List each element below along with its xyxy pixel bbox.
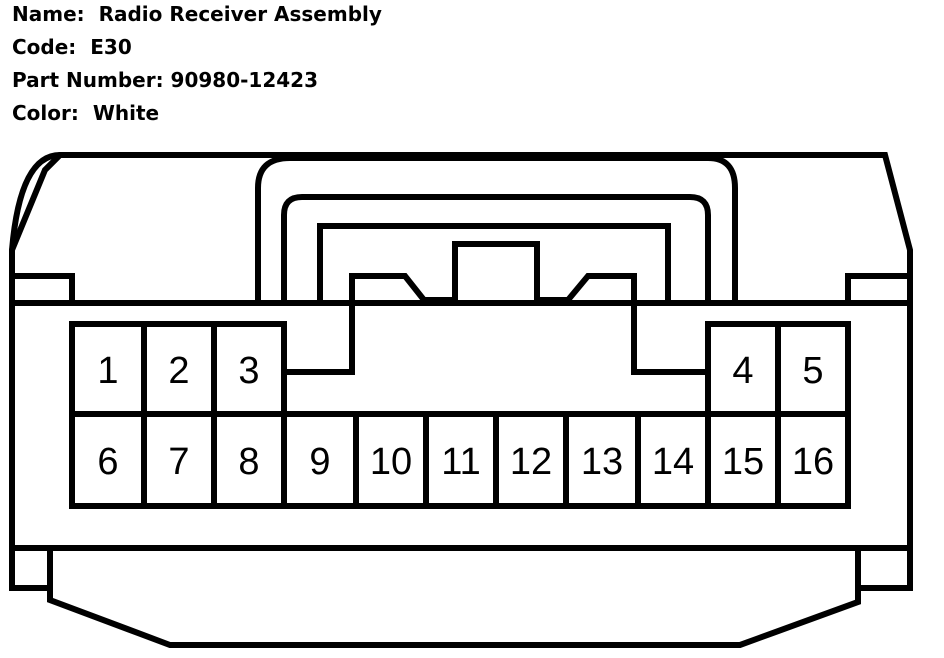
name-value: Radio Receiver Assembly <box>98 2 382 26</box>
pin-label-2: 2 <box>168 350 189 392</box>
pin-label-7: 7 <box>168 441 189 483</box>
pin-cavity-16 <box>775 411 851 509</box>
latch-hook <box>284 241 708 375</box>
name-label: Name: <box>12 2 85 26</box>
pin-label-3: 3 <box>238 350 259 392</box>
latch-hood-outer <box>255 155 738 303</box>
pin-label-16: 16 <box>792 441 834 483</box>
latch-hood-inner <box>281 194 711 303</box>
pin-label-6: 6 <box>97 441 118 483</box>
info-part-line: Part Number: 90980-12423 <box>12 68 318 92</box>
info-code-line: Code: E30 <box>12 35 132 59</box>
info-name-line: Name: Radio Receiver Assembly <box>12 2 382 26</box>
pin-label-5: 5 <box>802 350 823 392</box>
left-ledge <box>12 273 75 303</box>
pin-label-11: 11 <box>441 441 480 483</box>
pin-label-15: 15 <box>722 441 764 483</box>
pin-label-1: 1 <box>97 350 118 392</box>
code-value: E30 <box>90 35 132 59</box>
pin-label-14: 14 <box>652 441 694 483</box>
pin-label-8: 8 <box>238 441 259 483</box>
pin-label-12: 12 <box>510 441 552 483</box>
right-ledge <box>845 273 910 303</box>
part-number-value: 90980-12423 <box>170 68 318 92</box>
pin-label-9: 9 <box>309 441 330 483</box>
latch-window <box>317 223 671 303</box>
housing-top-cap <box>9 152 61 251</box>
color-value: White <box>92 101 160 125</box>
pin-label-4: 4 <box>732 350 753 392</box>
housing-outline <box>9 152 913 648</box>
pin-label-13: 13 <box>581 441 623 483</box>
pin-label-10: 10 <box>370 441 412 483</box>
code-label: Code: <box>12 35 77 59</box>
info-color-line: Color: White <box>12 101 159 125</box>
color-label: Color: <box>12 101 79 125</box>
part-number-label: Part Number: <box>12 68 164 92</box>
